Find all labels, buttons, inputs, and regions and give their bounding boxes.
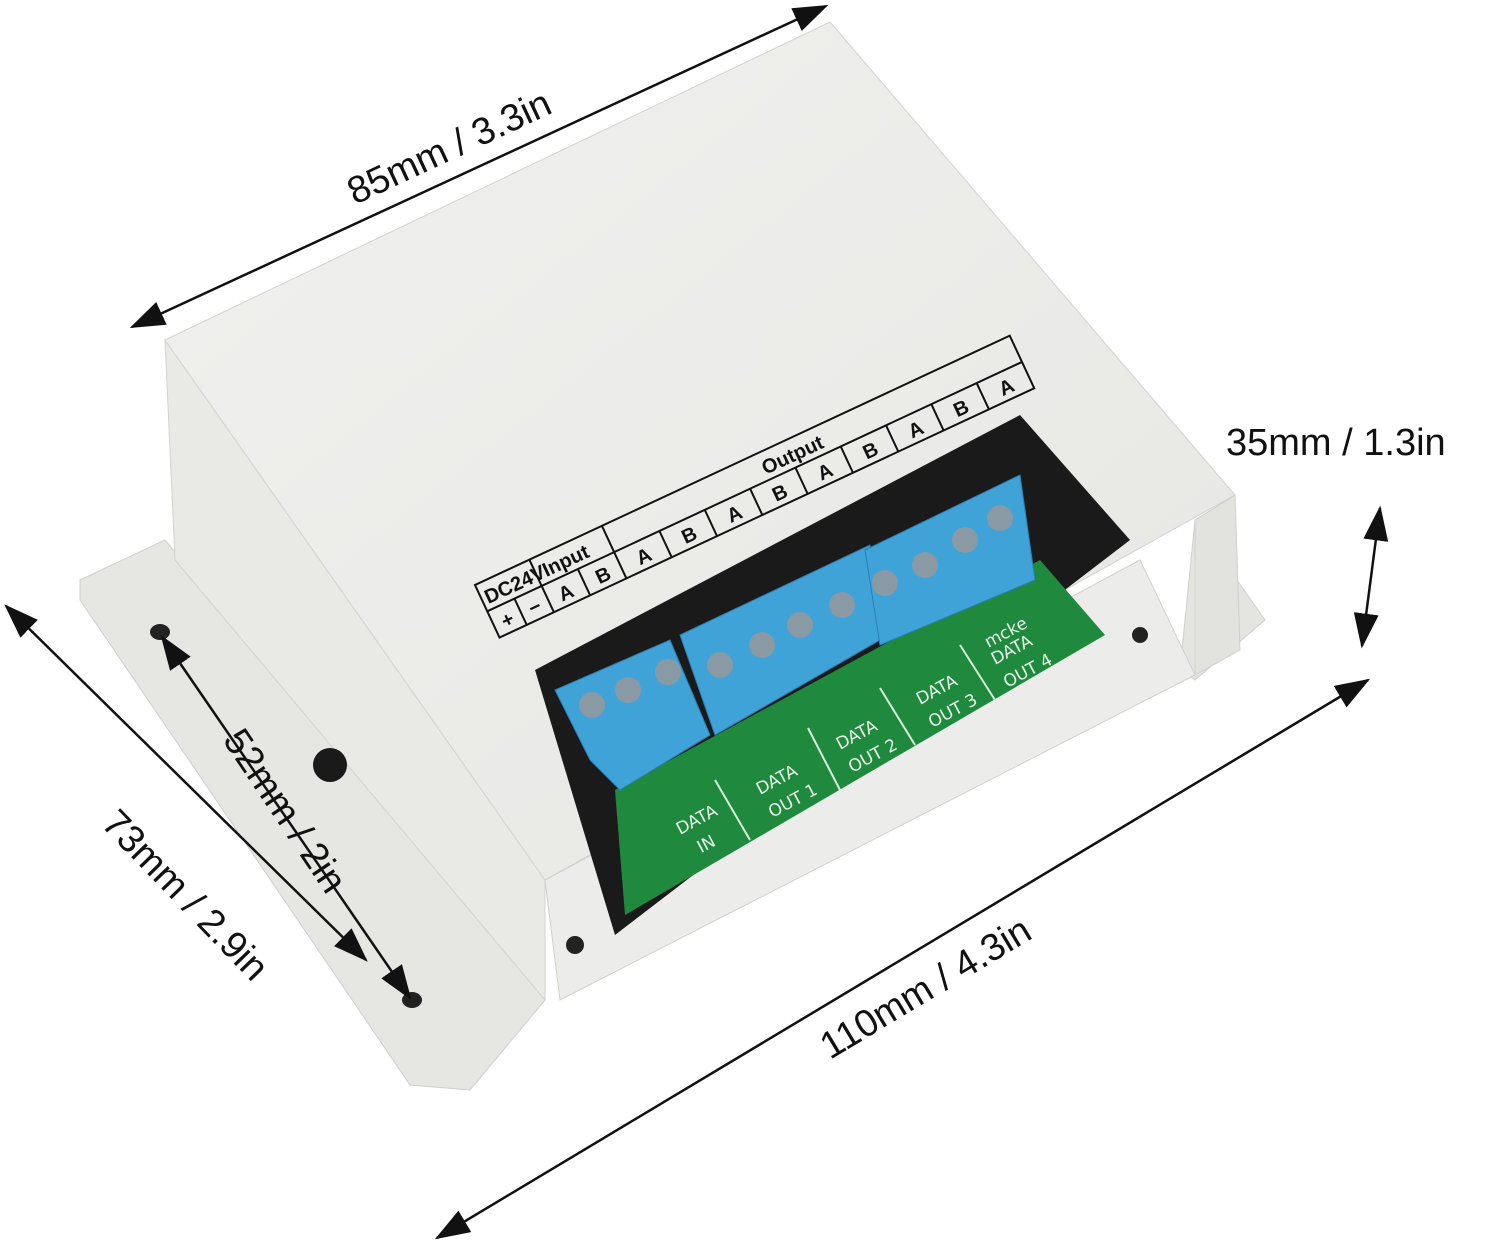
dimension-label-110mm: 110mm / 4.3in — [813, 909, 1039, 1068]
front-screw-hole — [566, 936, 584, 954]
arrow-52mm — [160, 634, 412, 1001]
enclosure-end — [1194, 494, 1241, 676]
arrow-110mm — [434, 678, 1371, 1240]
side-screw — [313, 748, 347, 782]
dimension-label-35mm: 35mm / 1.3in — [1226, 422, 1446, 464]
arrow-35mm — [1353, 505, 1389, 649]
terminal-block-output-3-4 — [864, 474, 1036, 646]
dimension-arrows — [4, 4, 1389, 1240]
mounting-hole — [150, 624, 170, 640]
arrow-85mm — [129, 4, 829, 329]
front-screw-hole — [1132, 627, 1148, 643]
mounting-hole — [402, 992, 422, 1008]
